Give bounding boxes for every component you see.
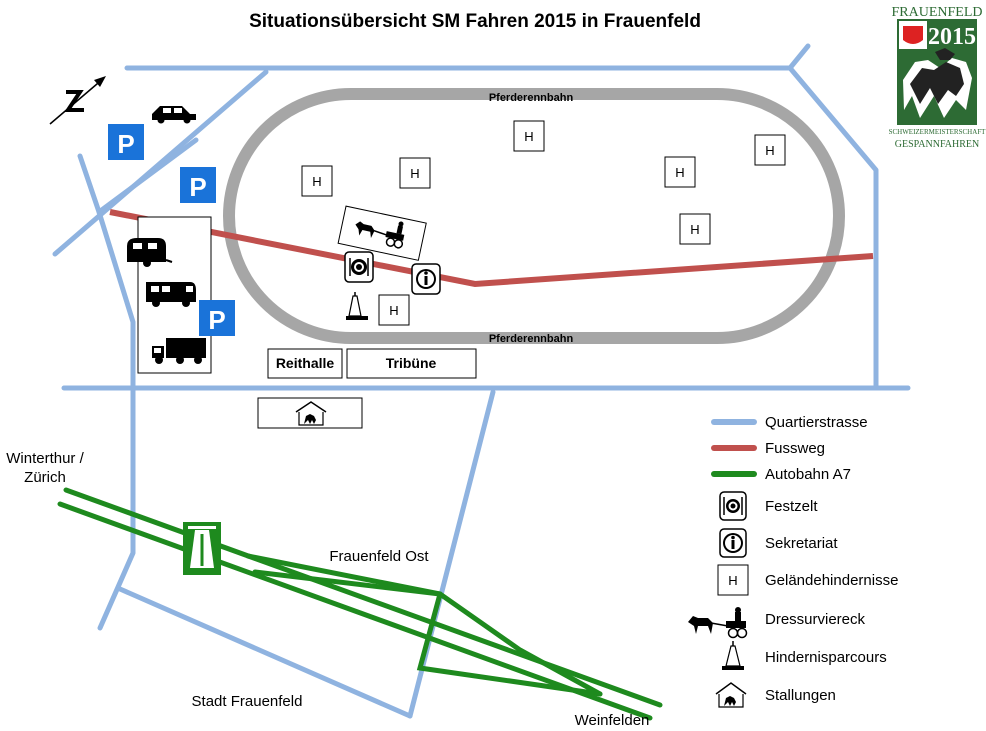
- svg-text:H: H: [765, 143, 774, 158]
- obstacle-h-1: H: [301, 165, 333, 197]
- motorhome-icon: [146, 282, 196, 307]
- stable-map-icon: [295, 401, 327, 426]
- caravan-icon: [127, 238, 173, 267]
- place-weinfelden: Weinfelden: [575, 712, 650, 729]
- pferderennbahn-track: [223, 88, 845, 344]
- svg-text:H: H: [690, 222, 699, 237]
- svg-text:H: H: [410, 166, 419, 181]
- legend-label-quartierstrasse: Quartierstrasse: [765, 414, 868, 431]
- obstacle-h-7: H: [378, 294, 410, 326]
- parking-sign-1: P: [108, 124, 144, 160]
- festzelt-map-icon: [344, 251, 374, 283]
- car-icon: [152, 106, 196, 124]
- stable-icon: [715, 682, 747, 708]
- map-title: Situationsübersicht SM Fahren 2015 in Fr…: [249, 11, 701, 32]
- legend-label-sekretariat: Sekretariat: [765, 535, 838, 552]
- legend-label-fussweg: Fussweg: [765, 440, 825, 457]
- svg-text:H: H: [312, 174, 321, 189]
- legend-label-festzelt: Festzelt: [765, 498, 818, 515]
- obstacle-h-4: H: [664, 156, 696, 188]
- legend-label-hindernisparcours: Hindernisparcours: [765, 649, 887, 666]
- cone-icon: [722, 641, 744, 670]
- svg-text:H: H: [728, 573, 737, 588]
- place-frauenfeld-ost: Frauenfeld Ost: [329, 548, 429, 565]
- track-label-top: Pferderennbahn: [489, 92, 574, 104]
- svg-text:P: P: [189, 172, 206, 202]
- restaurant-icon: [719, 491, 747, 521]
- obstacle-h-2: H: [399, 157, 431, 189]
- autobahn-a7: [57, 487, 663, 721]
- dressurviereck-area: [337, 205, 427, 261]
- legend: Quartierstrasse Fussweg Autobahn A7 Fest…: [688, 414, 898, 708]
- svg-text:Tribüne: Tribüne: [386, 355, 437, 371]
- stallungen-building: [257, 397, 363, 429]
- legend-label-dressurviereck: Dressurviereck: [765, 611, 866, 628]
- info-icon: [719, 528, 747, 558]
- logo-town: FRAUENFELD: [891, 5, 982, 20]
- obstacle-h-3: H: [513, 120, 545, 152]
- legend-label-stallungen: Stallungen: [765, 687, 836, 704]
- legend-label-gelaendehindernisse: Geländehindernisse: [765, 572, 898, 589]
- parking-sign-3: P: [199, 300, 235, 336]
- horse-carriage-icon: [688, 607, 748, 639]
- sekretariat-map-icon: [411, 263, 441, 295]
- logo-line1: SCHWEIZERMEISTERSCHAFT: [889, 128, 986, 136]
- reithalle-building: Reithalle: [267, 348, 343, 379]
- parking-sign-2: P: [180, 167, 216, 203]
- svg-text:H: H: [389, 303, 398, 318]
- place-zurich: Zürich: [24, 469, 66, 486]
- fussweg-path: [109, 209, 874, 288]
- svg-text:P: P: [117, 129, 134, 159]
- quartierstrasse-roads: [52, 43, 911, 719]
- north-arrow-icon: [49, 76, 106, 125]
- legend-label-autobahn: Autobahn A7: [765, 466, 851, 483]
- horse-carriage-icon: [355, 221, 405, 249]
- svg-text:P: P: [208, 305, 225, 335]
- place-stadt-frauenfeld: Stadt Frauenfeld: [192, 693, 303, 710]
- tribune-building: Tribüne: [346, 348, 477, 379]
- hindernisparcours-map-icon: [346, 292, 368, 320]
- truck-icon: [152, 338, 206, 364]
- obstacle-h-5: H: [754, 134, 786, 166]
- svg-text:H: H: [675, 165, 684, 180]
- logo-year: 2015: [928, 24, 976, 50]
- logo-line2: GESPANNFAHREN: [895, 139, 979, 150]
- obstacle-h-icon: H: [717, 564, 749, 596]
- svg-text:H: H: [524, 129, 533, 144]
- frauenfeld-2015-logo: FRAUENFELD 2015 SCHWEIZERMEISTERSCHAFT G…: [889, 5, 986, 150]
- track-label-bottom: Pferderennbahn: [489, 333, 574, 345]
- obstacle-h-6: H: [679, 213, 711, 245]
- place-winterthur: Winterthur /: [6, 450, 84, 467]
- svg-text:Reithalle: Reithalle: [276, 355, 335, 371]
- highway-sign-icon: [183, 522, 221, 575]
